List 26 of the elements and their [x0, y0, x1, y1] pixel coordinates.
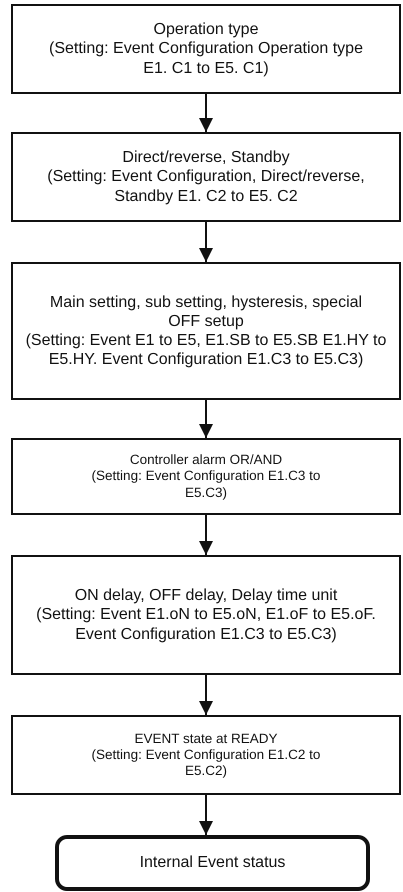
setting-note: (Setting: Event Configuration E1.C3 to E5.C3)	[90, 468, 322, 501]
step-title: Controller alarm OR/AND	[130, 452, 282, 468]
setting-note: (Setting: Event Configuration, Direct/reverse, Standby E1. C2 to E5. C2	[46, 167, 366, 206]
step-title: Internal Event status	[140, 853, 286, 873]
step-title: EVENT state at READY	[134, 730, 278, 747]
step-title: Main setting, sub setting, hysteresis, special OFF setup	[48, 292, 364, 331]
step-title: ON delay, OFF delay, Delay time unit	[74, 586, 338, 606]
arrow	[199, 515, 213, 555]
process-box	[11, 438, 401, 515]
process-box	[11, 555, 401, 675]
setting-note: (Setting: Event Configuration Operation type E1. C1 to E5. C1)	[48, 39, 364, 78]
process-box	[11, 4, 401, 94]
setting-note: (Setting: Event E1 to E5, E1.SB to E5.SB E1.HY to E5.HY. Event Configuration E1.C3 to E5.C3)	[24, 331, 388, 370]
step-title: Direct/reverse, Standby	[122, 148, 290, 168]
arrow	[199, 795, 213, 835]
arrow	[199, 94, 213, 132]
arrow	[199, 400, 213, 438]
process-box	[11, 715, 401, 795]
arrow	[199, 675, 213, 715]
setting-note: (Setting: Event Configuration E1.C2 to E5.C2)	[90, 746, 322, 780]
process-box	[11, 262, 401, 400]
step-title: Operation type	[154, 20, 258, 40]
arrow	[199, 222, 213, 262]
setting-note: (Setting: Event E1.oN to E5.oN, E1.oF to E5.oF. Event Configuration E1.C3 to E5.C3)	[35, 605, 377, 644]
terminal-box	[55, 835, 370, 891]
process-box	[11, 132, 401, 222]
